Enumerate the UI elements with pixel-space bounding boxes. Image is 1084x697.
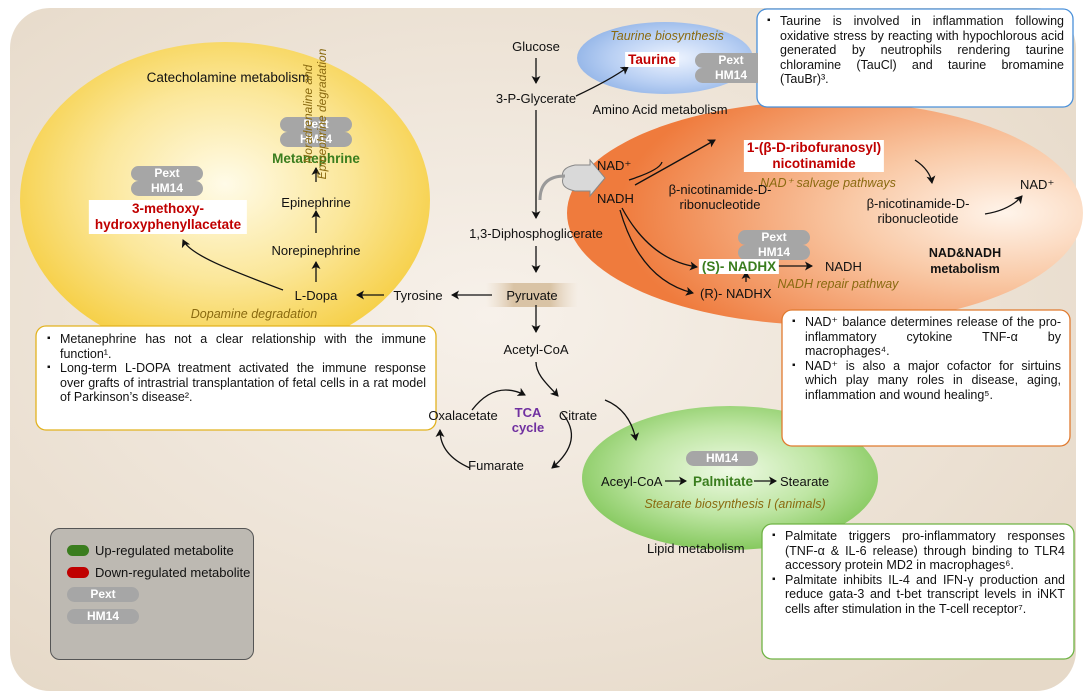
lipid-metabolism-title: Lipid metabolism	[647, 541, 745, 556]
r-nadhx-label: (R)- NADHX	[700, 286, 772, 301]
amino-acid-metabolism-label: Amino Acid metabolism	[592, 102, 728, 117]
nad-plus-right-label: NAD⁺	[1020, 177, 1055, 192]
oxalacetate-label: Oxalacetate	[428, 408, 498, 423]
nad-shunt-tail	[538, 174, 566, 201]
taurine-label: Taurine	[625, 52, 679, 67]
lipid-note: Palmitate triggers pro-inflammatory resp…	[763, 525, 1073, 658]
stearate-pathway-label: Stearate biosynthesis I (animals)	[644, 497, 826, 511]
legend-down-label: Down-regulated metabolite	[95, 565, 251, 580]
ribonucleotide-2-label: β-nicotinamide-D- ribonucleotide	[866, 196, 970, 226]
arrows	[181, 58, 1023, 486]
ldopa-label: L-Dopa	[294, 288, 338, 303]
hmpa-pext-pill: Pext	[131, 166, 203, 181]
lipid-note-1: Palmitate triggers pro-inflammatory resp…	[772, 529, 1065, 573]
legend: Up-regulated metabolite Down-regulated m…	[50, 528, 254, 660]
lipid-note-2: Palmitate inhibits IL-4 and IFN-γ produc…	[772, 573, 1065, 617]
citrate-label: Citrate	[558, 408, 598, 423]
nadh-label: NADH	[597, 191, 634, 206]
ribofuranosyl-nicotinamide-label: 1-(β-D-ribofuranosyl) nicotinamide	[743, 140, 885, 172]
dopamine-pathway-label: Dopamine degradation	[190, 307, 318, 321]
stearate-label: Stearate	[780, 474, 830, 489]
tyrosine-label: Tyrosine	[393, 288, 443, 303]
norepinephrine-label: Norepinephrine	[271, 243, 361, 258]
nadh-repair-label: NADH repair pathway	[777, 277, 899, 291]
metanephrine-pext-pill: Pext	[280, 117, 352, 132]
legend-up-swatch	[67, 545, 89, 556]
legend-pext-pill: Pext	[67, 587, 139, 602]
hmpa-hm14-pill: HM14	[131, 181, 203, 196]
nad-shunt-arrow	[562, 158, 606, 198]
glucose-label: Glucose	[512, 39, 560, 54]
nadhx-pext-pill: Pext	[738, 230, 810, 245]
nad-salvage-label: NAD⁺ salvage pathways	[760, 176, 896, 190]
taurine-hm14-pill: HM14	[695, 68, 767, 83]
catecholamine-note-2: Long-term L-DOPA treatment activated the…	[47, 361, 426, 405]
nad-note-2: NAD⁺ is also a major cofactor for sirtui…	[792, 359, 1061, 403]
legend-up-label: Up-regulated metabolite	[95, 543, 234, 558]
s-nadhx-label: (S)- NADHX	[698, 259, 780, 274]
legend-down-swatch	[67, 567, 89, 578]
taurine-note-1: Taurine is involved in inflammation foll…	[767, 14, 1064, 87]
epinephrine-label: Epinephrine	[281, 195, 351, 210]
palmitate-hm14-pill: HM14	[686, 451, 758, 466]
nad-note: NAD⁺ balance determines release of the p…	[783, 311, 1069, 445]
nad-plus-label: NAD⁺	[597, 158, 632, 173]
palmitate-label: Palmitate	[693, 474, 754, 489]
legend-hm14-pill: HM14	[67, 609, 139, 624]
noradrenaline-pathway-label: Noradrenaline and Epinephrine degradatio…	[301, 48, 329, 180]
catecholamine-note-1: Metanephrine has not a clear relationshi…	[47, 332, 426, 361]
metanephrine-hm14-pill: HM14	[280, 132, 352, 147]
pyruvate-highlight	[486, 283, 578, 307]
taurine-pathway-label: Taurine biosynthesis	[610, 29, 724, 43]
diphosphoglicerate-label: 1,3-Diphosphoglicerate	[469, 226, 603, 241]
acetylcoa-label: Acetyl-CoA	[503, 342, 569, 357]
taurine-pext-pill: Pext	[695, 53, 767, 68]
acylcoa-label: Aceyl-CoA	[601, 474, 663, 489]
nad-metabolism-title: NAD&NADH metabolism	[928, 246, 1002, 276]
tca-cycle-label: TCA cycle	[511, 405, 545, 435]
metanephrine-label: Metanephrine	[272, 151, 360, 166]
ribonucleotide-1-label: β-nicotinamide-D- ribonucleotide	[668, 182, 772, 212]
pglycerate-label: 3-P-Glycerate	[495, 91, 577, 106]
catecholamine-note: Metanephrine has not a clear relationshi…	[38, 328, 434, 428]
catecholamine-title: Catecholamine metabolism	[146, 70, 310, 85]
nadh-product-label: NADH	[825, 259, 862, 274]
nad-note-1: NAD⁺ balance determines release of the p…	[792, 315, 1061, 359]
hmpa-label: 3-methoxy- hydroxyphenyllacetate	[88, 200, 248, 234]
nadhx-hm14-pill: HM14	[738, 245, 810, 260]
taurine-note: Taurine is involved in inflammation foll…	[758, 10, 1072, 106]
fumarate-label: Fumarate	[468, 458, 524, 473]
pyruvate-label: Pyruvate	[506, 288, 558, 303]
